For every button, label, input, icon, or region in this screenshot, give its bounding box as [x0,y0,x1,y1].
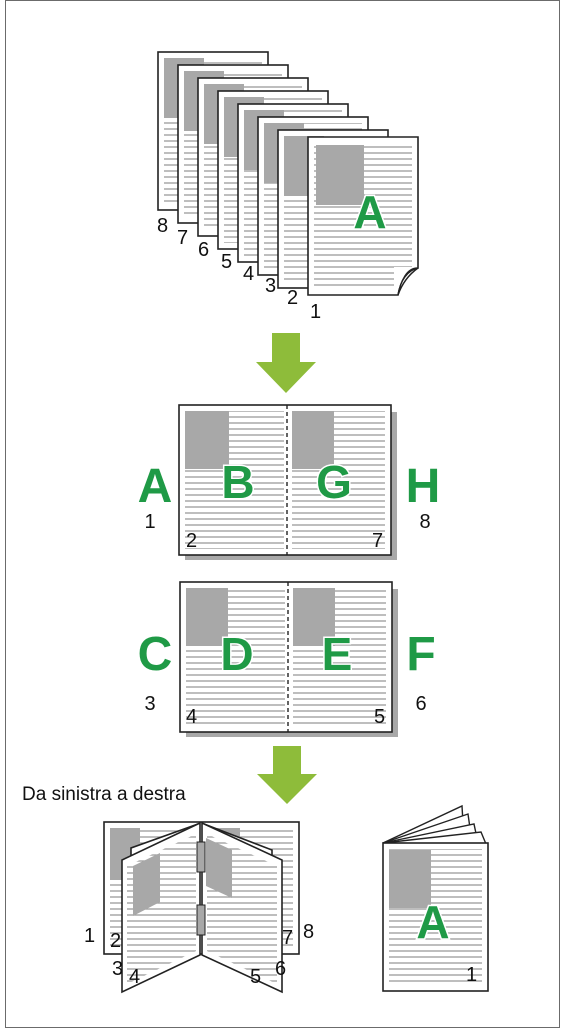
spread2-outer-right-letter: F [406,628,435,681]
spread2-outer-left-letter: C [138,628,173,681]
down-arrow-icon [257,746,317,804]
closed-booklet: A 1 [382,804,489,992]
direction-label: Da sinistra a destra [22,784,186,805]
spread1-outer-right-number: 8 [419,511,430,533]
spread1-right-number: 7 [372,530,383,552]
stack-number-8: 8 [157,215,168,237]
figure-frame [5,0,560,1028]
front-page-letter: A [353,186,386,238]
booklet-number-8: 8 [303,921,314,943]
booklet-number-1: 1 [84,925,95,947]
stack-number-2: 2 [287,287,298,309]
spread1-left-letter: B [221,456,254,508]
spread-1: A 1 B 2 G 7 H 8 [138,404,441,560]
spread2-left-number: 4 [186,706,197,728]
stack-number-5: 5 [221,251,232,273]
stack-number-3: 3 [265,275,276,297]
spread-2: C 3 D 4 E 5 F 6 [138,581,436,737]
spread2-right-letter: E [322,628,353,680]
spread1-outer-left-number: 1 [144,511,155,533]
stack-number-6: 6 [198,239,209,261]
stack-number-7: 7 [177,227,188,249]
spread2-outer-left-number: 3 [144,693,155,715]
closed-booklet-letter: A [416,896,449,948]
spread1-outer-left-letter: A [138,460,173,513]
stack-page-1 [307,136,419,296]
page-stack: A 8 7 6 5 4 3 2 1 [157,51,419,323]
spread1-outer-right-letter: H [406,460,441,513]
spread2-outer-right-number: 6 [415,693,426,715]
spread1-right-letter: G [316,456,352,508]
stack-number-4: 4 [243,263,254,285]
stack-number-1: 1 [310,301,321,323]
spread1-left-number: 2 [186,530,197,552]
spread2-right-number: 5 [374,706,385,728]
booklet-number-2: 2 [110,930,121,952]
booklet-number-3: 3 [112,958,123,980]
booklet-number-4: 4 [129,966,140,988]
booklet-number-7: 7 [282,927,293,949]
open-booklet: 1 2 3 4 5 6 7 8 [84,821,314,994]
spread2-left-letter: D [220,628,253,680]
booklet-number-6: 6 [275,958,286,980]
closed-booklet-number: 1 [466,964,477,986]
booklet-number-5: 5 [250,966,261,988]
down-arrow-icon [256,333,316,393]
